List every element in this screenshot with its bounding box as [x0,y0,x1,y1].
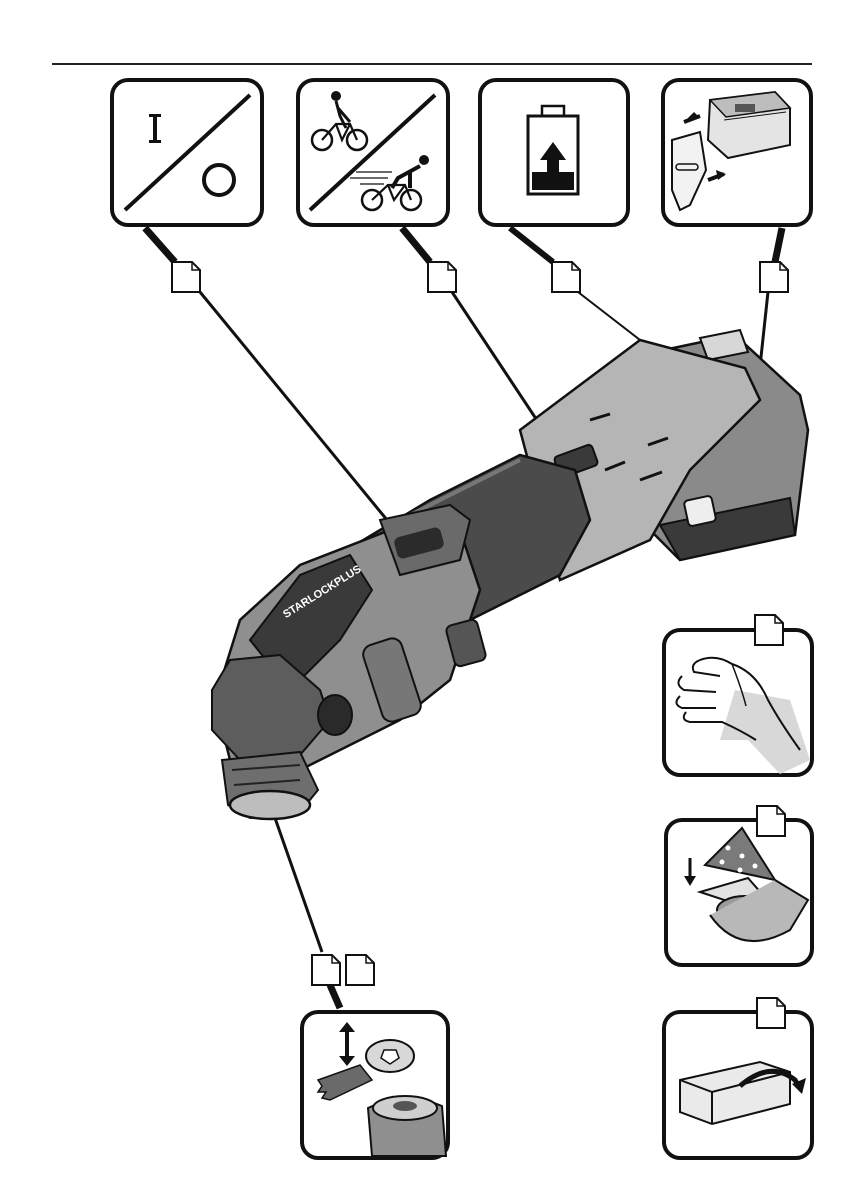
blade-change-panel [302,1012,448,1158]
document-page-icon [760,262,788,292]
document-page-icon [172,262,200,292]
document-page-icon [312,955,340,985]
on-off-switch-panel [112,80,262,225]
battery-insert-panel [663,80,811,225]
speed-selector-panel [298,80,448,225]
hand-grip-panel [664,615,812,775]
document-page-icon [755,615,783,645]
document-page-icon [346,955,374,985]
sanding-pad-panel [666,806,812,965]
document-page-icon [757,998,785,1028]
document-page-icon [757,806,785,836]
battery-charge-panel [480,80,628,225]
document-page-icon [428,262,456,292]
document-page-icon [552,262,580,292]
sanding-block-panel [664,998,812,1158]
